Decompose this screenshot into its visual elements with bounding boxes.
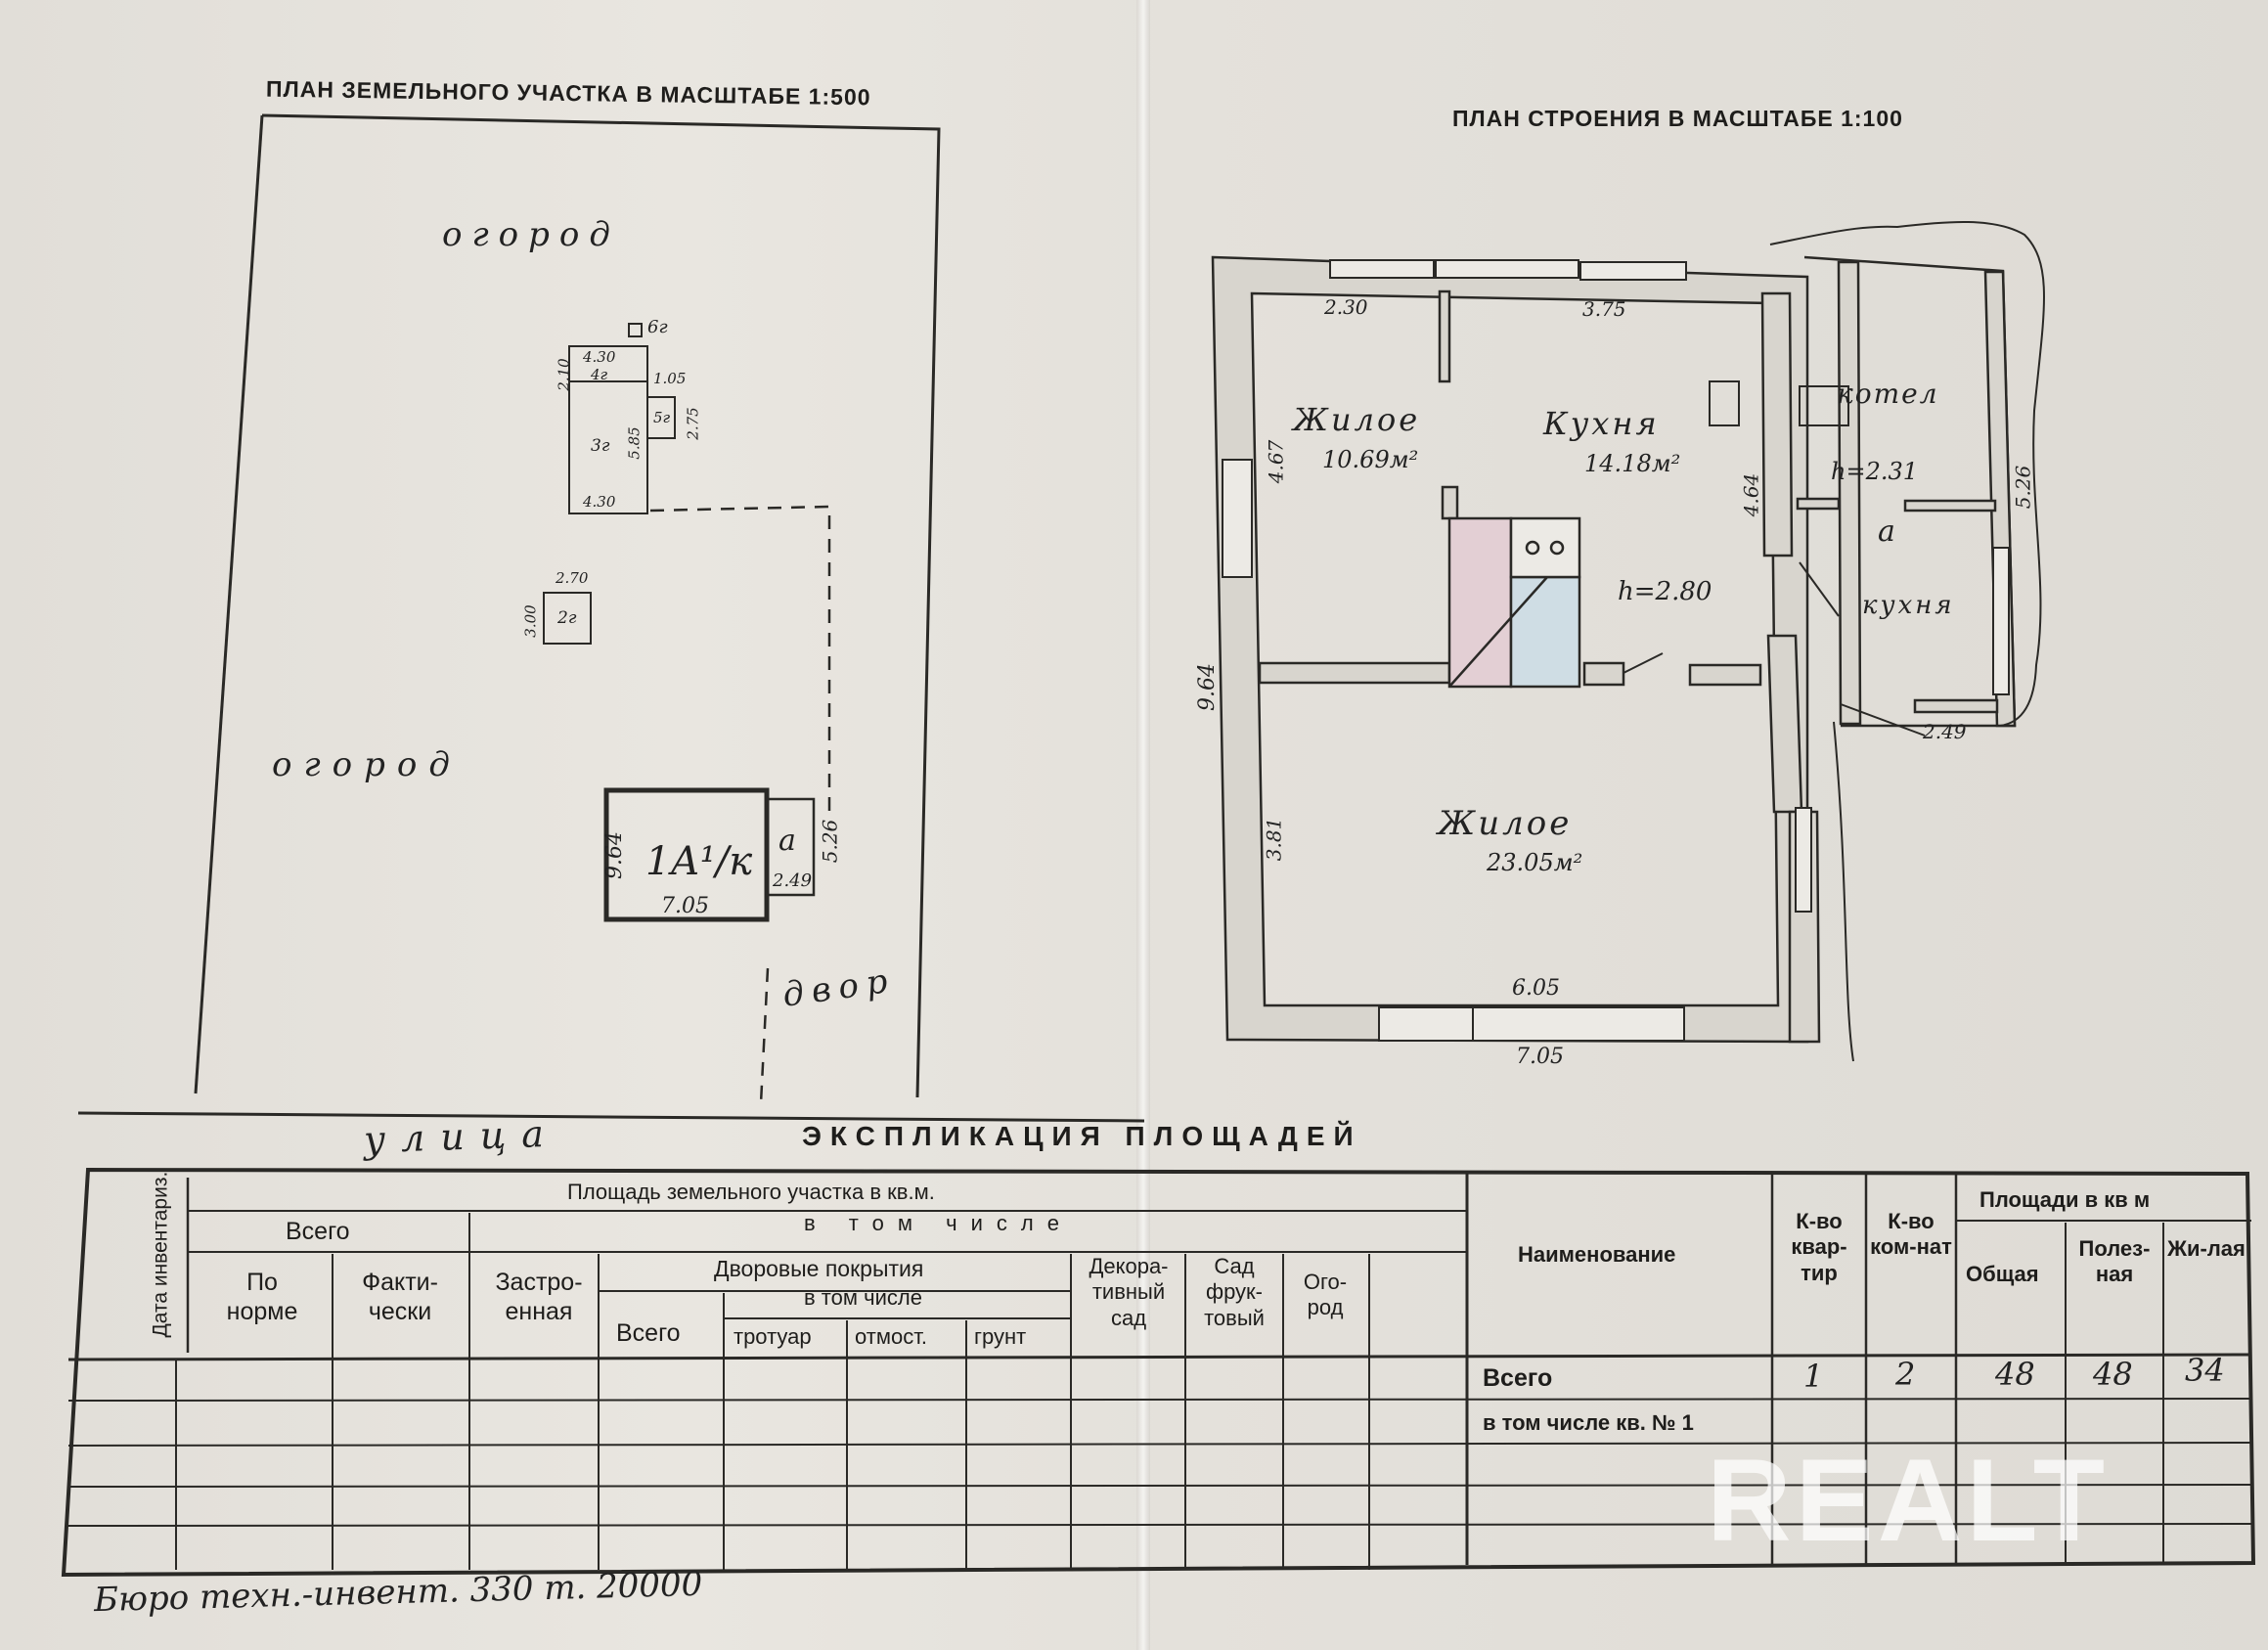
ground-header: грунт — [974, 1324, 1027, 1349]
realt-watermark: REALT — [1707, 1435, 2110, 1566]
total-area-header: Общая — [1966, 1262, 2039, 1286]
row-flat-name: в том числе кв. № 1 — [1483, 1410, 1694, 1435]
building-2g-left-dim: 3.00 — [521, 604, 540, 638]
garden-label-top: огород — [442, 215, 620, 254]
building-5g-label: 5г — [653, 409, 671, 426]
yard-cover-header: Дворовые покрытия — [714, 1256, 924, 1281]
row-total-flats: 1 — [1803, 1358, 1824, 1395]
vegetable-garden-header: Ого-род — [1303, 1270, 1348, 1320]
built-header: Застро-енная — [495, 1269, 583, 1325]
room-kitchen-name: Кухня — [1543, 405, 1660, 442]
building-5g-right-dim: 2.75 — [684, 407, 702, 440]
building-2g-label: 2г — [557, 608, 577, 628]
actual-header: Факти-чески — [362, 1269, 438, 1325]
site-boundary — [261, 113, 941, 1098]
building-4g-left-dim: 2.10 — [555, 358, 573, 391]
room-living-1-area: 10.69м² — [1322, 446, 1419, 473]
building-4g-label: 4г — [591, 366, 608, 383]
row-total-living-area: 34 — [2185, 1352, 2225, 1389]
dim-4-64: 4.64 — [1739, 472, 1763, 517]
annex-height-label: h=2.31 — [1831, 458, 1919, 485]
dim-9-64: 9.64 — [1194, 663, 1220, 711]
dim-2-49: 2.49 — [1923, 720, 1967, 743]
living-area-header: Жи-лая — [2167, 1236, 2246, 1261]
building-3g-side-dim: 5.85 — [625, 426, 644, 460]
by-norm-header: По норме — [226, 1269, 298, 1325]
date-column-header: Дата инвентариз. — [149, 1171, 172, 1338]
building-4g-right-dim: 1.05 — [653, 370, 687, 387]
rooms-count-header: К-во ком-нат — [1870, 1209, 1952, 1260]
decor-garden-header: Декора-тивный сад — [1089, 1254, 1169, 1330]
building-3g-label: 3г — [591, 436, 610, 456]
room-living-1-name: Жилое — [1293, 401, 1421, 438]
room-kitchen-area: 14.18м² — [1584, 450, 1681, 477]
site-boundary-left — [194, 114, 264, 1094]
blind-area-header: отмост. — [855, 1324, 927, 1349]
dim-3-81: 3.81 — [1262, 817, 1286, 862]
garden-label-bottom: огород — [272, 745, 462, 784]
dim-7-05: 7.05 — [1516, 1045, 1564, 1069]
annex-dim-bottom: 2.49 — [773, 870, 813, 891]
dim-5-26: 5.26 — [2011, 465, 2035, 510]
flats-count-header: К-во квар-тир — [1791, 1209, 1847, 1285]
main-height-label: h=2.80 — [1618, 577, 1712, 606]
house-dim-left: 9.64 — [601, 831, 627, 879]
building-4g-top-dim: 4.30 — [583, 348, 616, 366]
dim-3-75: 3.75 — [1582, 297, 1626, 321]
row-total-rooms: 2 — [1895, 1356, 1916, 1393]
paper-fold — [1136, 0, 1150, 1650]
sidewalk-header: тротуар — [734, 1324, 812, 1349]
annex-a-label: а — [1878, 514, 1895, 549]
room-living-2-area: 23.05м² — [1487, 849, 1583, 876]
building-2g-top-dim: 2.70 — [556, 569, 589, 587]
yard-total-header: Всего — [616, 1319, 681, 1347]
floor-plan-title: ПЛАН СТРОЕНИЯ В МАСШТАБЕ 1:100 — [1452, 106, 1903, 131]
yard-in-that-header: в том числе — [804, 1285, 922, 1310]
row-total-useful-area: 48 — [2093, 1356, 2133, 1393]
house-label: 1А¹/к — [645, 839, 753, 884]
land-in-that-header: в том числе — [804, 1211, 1073, 1235]
useful-area-header: Полез-ная — [2078, 1236, 2151, 1287]
row-total-total-area: 48 — [1995, 1356, 2035, 1393]
row-total-name: Всего — [1483, 1364, 1553, 1392]
house-dim-bottom: 7.05 — [661, 894, 709, 918]
explication-title: ЭКСПЛИКАЦИЯ ПЛОЩАДЕЙ — [802, 1121, 1362, 1151]
land-total-header: Всего — [286, 1218, 350, 1245]
street-label: улица — [363, 1111, 560, 1162]
dim-4-67: 4.67 — [1264, 439, 1288, 484]
room-living-2-name: Жилое — [1438, 804, 1573, 843]
name-column-header: Наименование — [1518, 1242, 1676, 1267]
dim-6-05: 6.05 — [1512, 976, 1560, 1001]
house-annex-label: а — [778, 824, 796, 858]
dim-2-30: 2.30 — [1324, 295, 1368, 319]
street-line — [77, 1111, 1145, 1123]
annex-boiler-label: котел — [1837, 378, 1939, 410]
building-6g-label: 6г — [647, 317, 668, 337]
building-3g-bottom-dim: 4.30 — [583, 493, 616, 511]
annex-dim-right: 5.26 — [818, 819, 842, 864]
land-area-header: Площадь земельного участка в кв.м. — [567, 1180, 935, 1204]
areas-header: Площади в кв м — [1979, 1187, 2151, 1212]
fruit-garden-header: Сад фрук-товый — [1204, 1254, 1265, 1330]
annex-kitchen-label: кухня — [1862, 591, 1955, 620]
